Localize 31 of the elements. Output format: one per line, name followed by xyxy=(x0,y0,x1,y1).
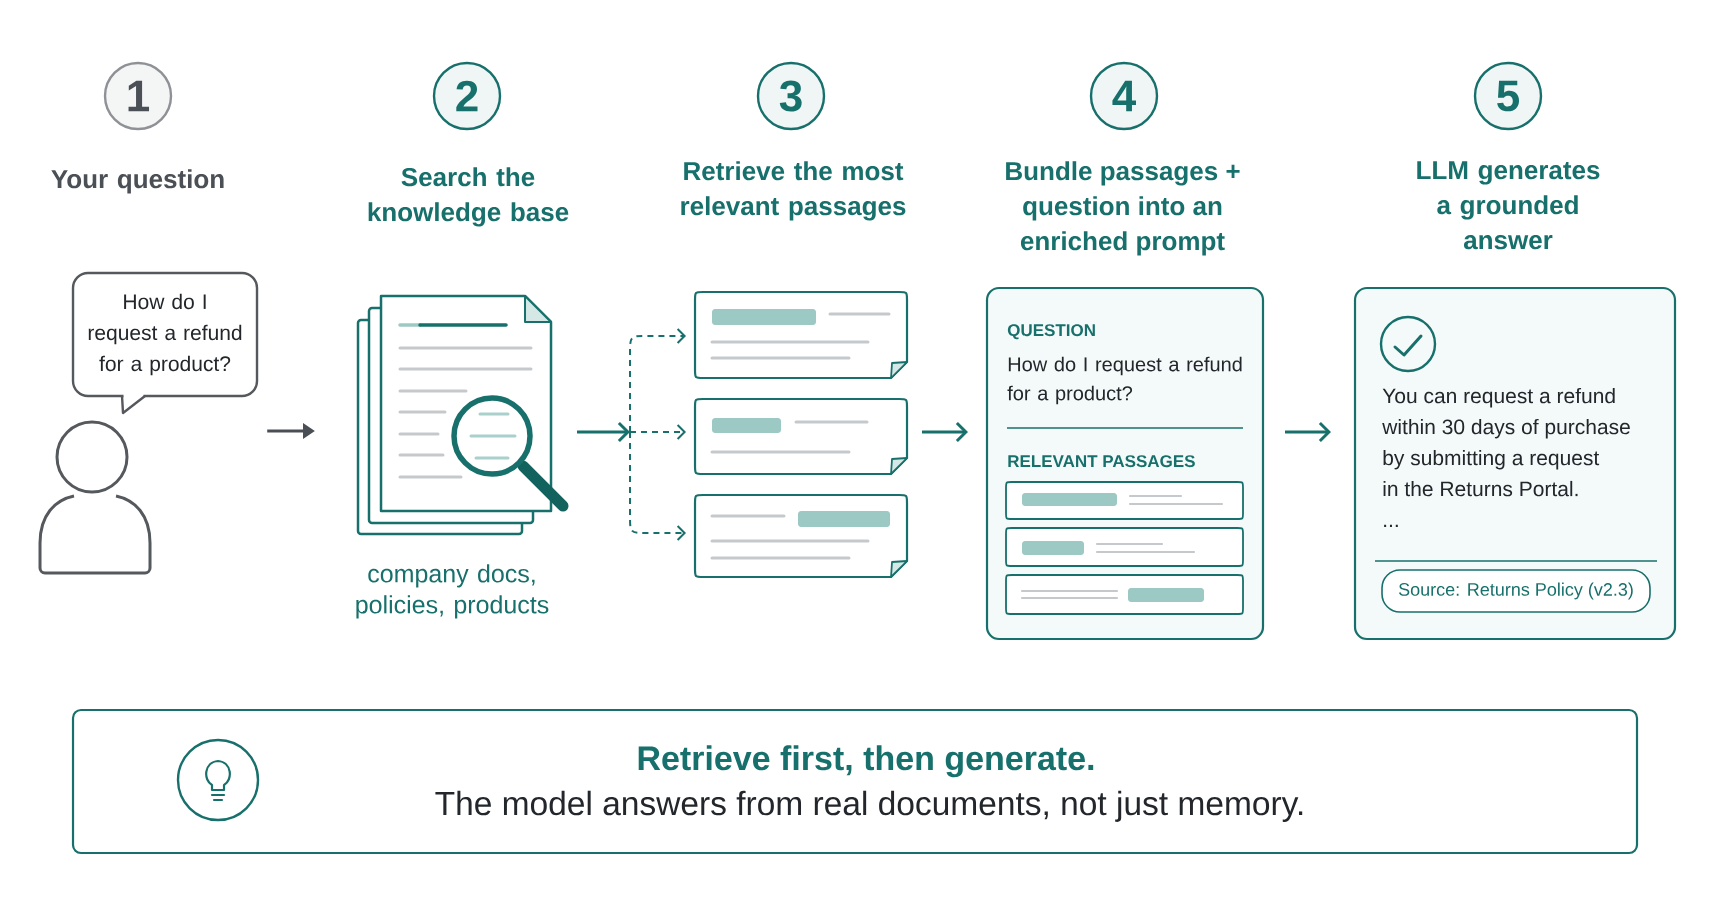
step-title: Search the knowledge base xyxy=(368,167,569,227)
summary-text: The model answers from real documents, not just memory. xyxy=(435,790,1303,822)
speech-bubble: How do I request a refund for a product? xyxy=(71,271,259,415)
source-tag: Source: Returns Policy (v2.3) xyxy=(1381,569,1651,613)
passage-card xyxy=(693,397,909,476)
passage-card xyxy=(1005,481,1244,520)
step-number: 5 xyxy=(1473,61,1543,131)
answer-text: You can request a refund within 30 days of purchase by submitting a request in the Returns Portal. xyxy=(1382,387,1630,497)
passage-card xyxy=(1005,527,1244,567)
section-label: QUESTION xyxy=(1007,324,1095,340)
node-label: company docs, policies, products xyxy=(356,564,549,619)
step-title: Bundle passages + question into an enriched prompt xyxy=(1006,161,1240,256)
passage-card xyxy=(693,493,909,579)
person-icon xyxy=(38,420,152,575)
section-label: RELEVANT PASSAGES xyxy=(1008,455,1195,468)
summary-title: Retrieve first, then generate. xyxy=(638,745,1094,778)
step-number: 4 xyxy=(1089,61,1159,131)
arrow xyxy=(1285,421,1331,443)
step-number: 2 xyxy=(432,61,502,131)
dashed-arrow xyxy=(629,431,686,541)
step-number: 3 xyxy=(756,61,826,131)
passage-card xyxy=(1005,574,1244,615)
step-title: Your question xyxy=(51,169,224,194)
passage-card xyxy=(693,290,909,380)
arrow xyxy=(922,421,968,443)
dashed-arrow xyxy=(629,424,686,440)
step-title: LLM generates a grounded answer xyxy=(1417,161,1600,250)
ellipsis: ... xyxy=(1384,524,1398,527)
step-title: Retrieve the most relevant passages xyxy=(681,161,906,221)
step-number: 1 xyxy=(103,61,173,131)
question-text: How do I request a refund for a product? xyxy=(1007,356,1242,405)
